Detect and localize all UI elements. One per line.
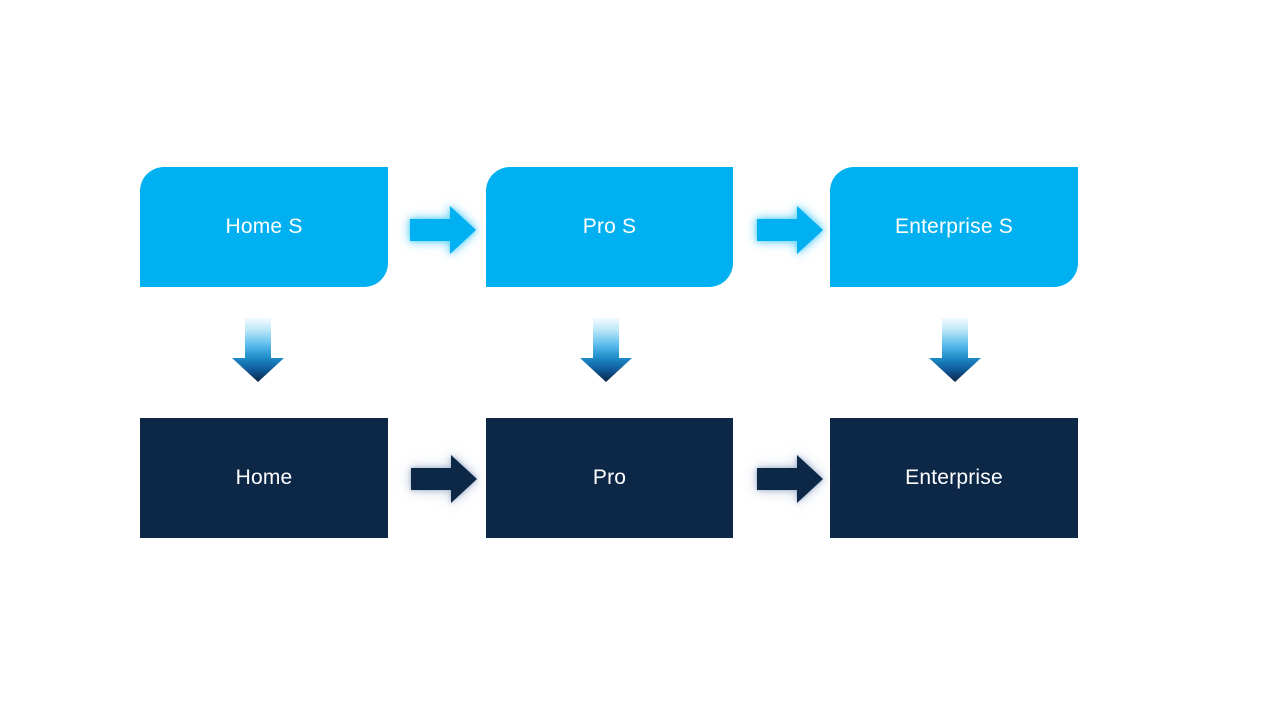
down-arrow-icon: [580, 318, 632, 382]
node-enterprise-s: Enterprise S: [830, 167, 1078, 287]
right-arrow-icon: [757, 455, 823, 503]
node-home-s-label: Home S: [225, 215, 303, 238]
node-home-label: Home: [235, 466, 293, 489]
right-arrow-icon: [757, 206, 823, 254]
down-arrow-icon: [929, 318, 981, 382]
right-arrow-icon: [410, 206, 476, 254]
node-pro-s-label: Pro S: [582, 215, 637, 238]
down-arrow-icon: [232, 318, 284, 382]
node-home-s: Home S: [140, 167, 388, 287]
node-home: Home: [140, 418, 388, 538]
node-pro-s: Pro S: [486, 167, 733, 287]
node-pro-label: Pro: [592, 466, 627, 489]
right-arrow-icon: [411, 455, 477, 503]
node-enterprise: Enterprise: [830, 418, 1078, 538]
node-pro: Pro: [486, 418, 733, 538]
node-enterprise-s-label: Enterprise S: [895, 215, 1013, 238]
node-enterprise-label: Enterprise: [905, 466, 1003, 489]
